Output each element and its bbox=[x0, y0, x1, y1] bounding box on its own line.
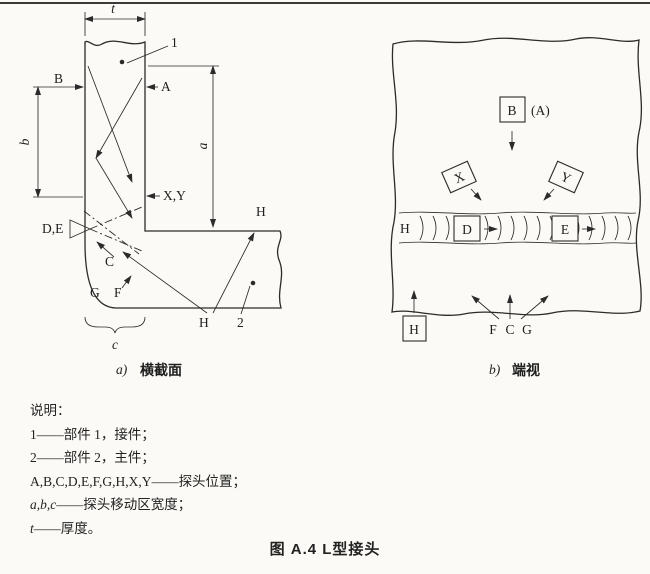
dimension-c: c bbox=[84, 316, 146, 352]
label-probe-c: C bbox=[105, 254, 114, 269]
label-probe-a: A bbox=[161, 79, 171, 94]
label-part-2: 2 bbox=[237, 315, 244, 330]
figure-a4-diagrams: t b B a A 1 X,Y D,E bbox=[17, 1, 642, 378]
part2-callout: 2 bbox=[237, 280, 256, 330]
label-dim-b: b bbox=[17, 138, 32, 145]
brace-c bbox=[84, 316, 146, 334]
legend-symbol: A,B,C,D,E,F,G,H,X,Y bbox=[30, 473, 152, 489]
label-probe-f: F bbox=[114, 285, 122, 300]
legend-item: a,b,c——探头移动区宽度； bbox=[30, 493, 246, 517]
caption-b-prefix: b) bbox=[489, 362, 501, 377]
legend-desc: ——部件 2，主件； bbox=[36, 450, 155, 465]
label-probe-h-seam: H bbox=[400, 221, 410, 236]
dimension-a: a A bbox=[146, 65, 219, 228]
cross-section-diagram: t b B a A 1 X,Y D,E bbox=[17, 1, 283, 378]
probe-x-arrow bbox=[470, 188, 482, 201]
label-dim-a: a bbox=[195, 142, 210, 149]
probe-box-h: H bbox=[402, 290, 427, 342]
label-probe-g: G bbox=[90, 285, 100, 300]
legend-desc: ——部件 1，接件； bbox=[36, 426, 155, 442]
figure-caption: 图 A.4 L型接头 bbox=[269, 541, 381, 558]
scan-arrows-fcg: F C G bbox=[471, 294, 549, 337]
probe-box-d: D bbox=[453, 215, 498, 242]
label-probe-c: C bbox=[505, 322, 514, 337]
label-probe-xy: X,Y bbox=[163, 188, 186, 203]
label-probe-g: G bbox=[522, 322, 532, 337]
label-dim-c: c bbox=[112, 337, 118, 352]
probe-xy-callout: X,Y bbox=[146, 188, 186, 203]
caption-a-prefix: a) bbox=[116, 362, 128, 377]
legend-item: 2——部件 2，主件； bbox=[30, 446, 246, 470]
part1-callout: 1 bbox=[119, 35, 178, 65]
label-probe-h-bottom: H bbox=[409, 322, 419, 337]
probe-wedge-triangle bbox=[69, 219, 92, 239]
caption-b-text: 端视 bbox=[512, 362, 540, 378]
probe-box-b: B (A) bbox=[499, 96, 550, 151]
end-view-diagram: H B (A) X Y D E bbox=[390, 37, 642, 378]
label-probe-e: E bbox=[561, 222, 569, 237]
legend: 说明： 1——部件 1，接件； 2——部件 2，主件； A,B,C,D,E,F,… bbox=[30, 399, 246, 540]
label-probe-b: B bbox=[507, 103, 516, 118]
legend-desc: ——探头移动区宽度； bbox=[56, 497, 192, 512]
dimension-b: b B bbox=[17, 71, 84, 198]
page-top-rule bbox=[0, 2, 650, 4]
legend-item: t——厚度。 bbox=[30, 517, 246, 541]
probe-box-x: X bbox=[441, 160, 477, 194]
probe-box-y: Y bbox=[548, 160, 584, 194]
label-dim-t: t bbox=[111, 1, 116, 16]
legend-symbol: a,b,c bbox=[30, 497, 57, 512]
legend-desc: ——探头位置； bbox=[151, 473, 247, 489]
weld-fusion-lines bbox=[69, 206, 143, 255]
label-probe-h-bottom: H bbox=[199, 315, 209, 330]
legend-symbol: t bbox=[30, 520, 34, 536]
label-probe-h-top: H bbox=[256, 204, 266, 219]
caption-a-text: 横截面 bbox=[140, 362, 182, 378]
label-probe-a-alt: (A) bbox=[531, 103, 550, 118]
probe-h-bottom-callout: H bbox=[122, 232, 255, 330]
probe-cfg-callouts: C F G bbox=[90, 241, 132, 300]
label-probe-d: D bbox=[462, 222, 472, 237]
l-joint-outline bbox=[84, 40, 283, 309]
label-probe-b: B bbox=[54, 71, 63, 86]
dimension-t: t bbox=[84, 1, 146, 36]
legend-symbol: 1 bbox=[30, 426, 37, 442]
legend-symbol: 2 bbox=[30, 450, 37, 465]
plate-outline bbox=[390, 37, 642, 316]
label-probe-de: D,E bbox=[42, 221, 63, 236]
label-part-1: 1 bbox=[171, 35, 178, 50]
legend-title: 说明： bbox=[30, 403, 71, 418]
probe-y-arrow bbox=[543, 188, 555, 201]
legend-desc: ——厚度。 bbox=[33, 520, 102, 536]
beam-lines bbox=[87, 65, 143, 219]
probe-box-e: E bbox=[551, 215, 596, 242]
legend-item: 1——部件 1，接件； bbox=[30, 423, 246, 447]
legend-item: A,B,C,D,E,F,G,H,X,Y——探头位置； bbox=[30, 470, 246, 494]
label-probe-f: F bbox=[489, 322, 497, 337]
